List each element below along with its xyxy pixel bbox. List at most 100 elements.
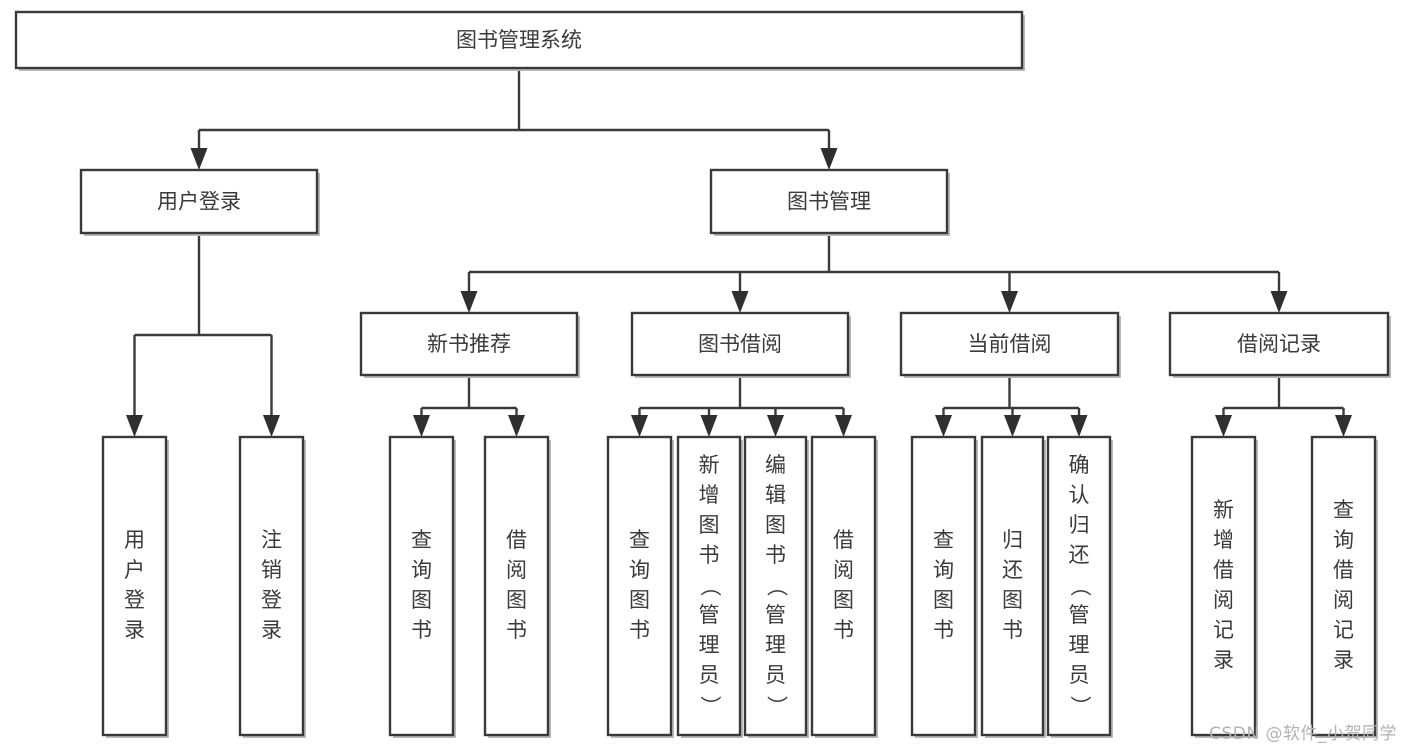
node-book-manage[interactable]: 图书管理 [709, 168, 950, 236]
node-label-char: 辑 [765, 483, 786, 507]
node-box[interactable] [483, 435, 550, 737]
node-label-char: 图 [699, 513, 720, 537]
node-label-char: 录 [261, 618, 282, 642]
arrow-head-icon [1335, 415, 1352, 437]
node-current-borrow[interactable]: 当前借阅 [899, 311, 1121, 378]
node-label-char: 编 [765, 453, 786, 477]
arrow-head-icon [126, 415, 143, 437]
node-label-char: 还 [1069, 543, 1090, 567]
node-label-char: 借 [833, 528, 854, 552]
node-box[interactable] [743, 435, 808, 737]
node-leaf-query-book-2[interactable]: 查询图书查询图书 [606, 435, 674, 738]
node-box[interactable] [388, 435, 455, 737]
node-leaf-query-book-3[interactable]: 查询图书查询图书 [910, 435, 978, 738]
node-box[interactable] [1046, 435, 1112, 737]
connector-group [126, 233, 280, 437]
node-label-char: 销 [261, 558, 282, 582]
node-box[interactable] [709, 168, 949, 235]
node-label-char: 员 [1069, 663, 1090, 687]
node-leaf-user-logout[interactable]: 注销登录注销登录 [238, 435, 306, 738]
node-box[interactable] [910, 435, 977, 737]
node-label-char: 增 [699, 483, 720, 507]
node-label-char: 录 [1333, 648, 1354, 672]
node-label-char: 书 [506, 618, 527, 642]
node-leaf-user-login[interactable]: 用户登录用户登录 [101, 435, 169, 738]
node-box[interactable] [238, 435, 305, 737]
node-label-char: 询 [411, 558, 432, 582]
node-label-char: 书 [1002, 618, 1023, 642]
node-label-char: 图 [833, 588, 854, 612]
node-label-char: 录 [1213, 648, 1234, 672]
node-leaf-query-book-1[interactable]: 查询图书查询图书 [388, 435, 456, 738]
node-box[interactable] [359, 311, 579, 377]
node-leaf-return-book[interactable]: 归还图书归还图书 [980, 435, 1046, 738]
arrow-head-icon [263, 415, 280, 437]
node-label-char: ） [1068, 696, 1092, 717]
node-label-char: 阅 [833, 558, 854, 582]
node-label-char: 归 [1069, 513, 1090, 537]
arrow-head-icon [1070, 415, 1088, 437]
node-label-char: 图 [411, 588, 432, 612]
node-box[interactable] [101, 435, 168, 737]
node-box[interactable] [79, 168, 319, 235]
node-label-char: 理 [765, 633, 786, 657]
node-leaf-borrow-book-2[interactable]: 借阅图书借阅图书 [810, 435, 878, 738]
node-box[interactable] [606, 435, 673, 737]
node-borrow-record[interactable]: 借阅记录 [1168, 311, 1391, 378]
connector-group [413, 375, 525, 437]
node-label-char: 书 [629, 618, 650, 642]
node-label-char: 图 [629, 588, 650, 612]
node-label: 图书管理 [787, 190, 871, 214]
node-label-char: 用 [124, 528, 145, 552]
node-label: 当前借阅 [968, 332, 1052, 356]
node-box[interactable] [1168, 311, 1390, 377]
node-box[interactable] [630, 311, 850, 377]
node-label-char: 管 [1069, 603, 1090, 627]
node-label-char: 录 [124, 618, 145, 642]
node-label-char: 户 [124, 558, 145, 582]
node-box[interactable] [14, 10, 1024, 70]
node-leaf-borrow-book-1[interactable]: 借阅图书借阅图书 [483, 435, 551, 738]
node-label-char: 管 [699, 603, 720, 627]
node-new-book-rec[interactable]: 新书推荐 [359, 311, 580, 378]
node-label-char: 询 [933, 558, 954, 582]
arrow-head-icon [935, 415, 952, 437]
node-label-char: 注 [261, 528, 282, 552]
node-label-char: 增 [1213, 528, 1234, 552]
connector-group [631, 375, 852, 437]
arrow-head-icon [767, 415, 784, 437]
node-label-char: 阅 [1213, 588, 1234, 612]
node-layer: 图书管理系统用户登录图书管理新书推荐图书借阅当前借阅借阅记录用户登录用户登录注销… [14, 10, 1391, 738]
node-box[interactable] [1190, 435, 1257, 737]
node-label-char: 书 [933, 618, 954, 642]
node-root[interactable]: 图书管理系统 [14, 10, 1025, 71]
node-box[interactable] [980, 435, 1045, 737]
connector-group [190, 68, 838, 170]
node-user-login[interactable]: 用户登录 [79, 168, 320, 236]
node-label-char: 查 [629, 528, 650, 552]
node-label-char: 书 [833, 618, 854, 642]
node-label: 新书推荐 [427, 332, 511, 356]
node-label-char: 图 [765, 513, 786, 537]
arrow-head-icon [731, 291, 749, 313]
arrow-head-icon [190, 148, 208, 170]
node-label-char: （ [765, 576, 789, 597]
node-box[interactable] [810, 435, 877, 737]
node-box[interactable] [676, 435, 742, 737]
node-label-char: 询 [1333, 528, 1354, 552]
node-label-char: （ [698, 576, 722, 597]
arrow-head-icon [460, 291, 478, 313]
node-leaf-query-record[interactable]: 查询借阅记录查询借阅记录 [1310, 435, 1378, 738]
node-box[interactable] [1310, 435, 1377, 737]
node-box[interactable] [899, 311, 1120, 377]
node-leaf-add-record[interactable]: 新增借阅记录新增借阅记录 [1190, 435, 1258, 738]
arrow-head-icon [413, 415, 430, 437]
node-label-char: 理 [699, 633, 720, 657]
node-label-char: 员 [699, 663, 720, 687]
node-book-borrow[interactable]: 图书借阅 [630, 311, 851, 378]
